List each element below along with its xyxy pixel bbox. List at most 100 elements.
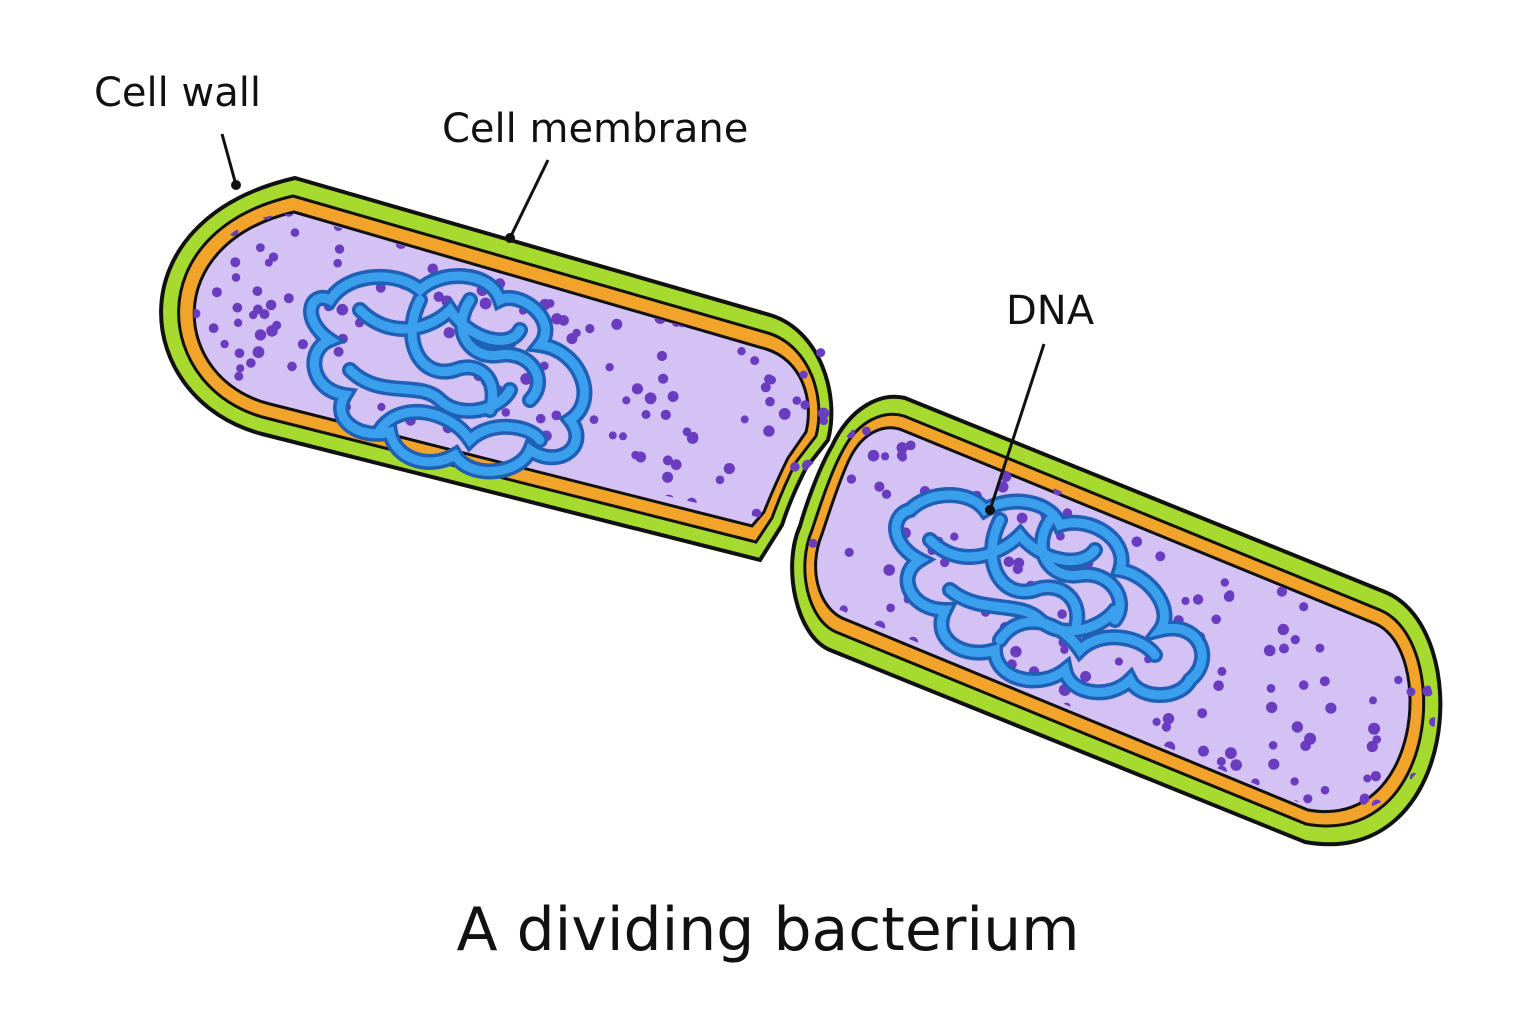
ribosome-dot: [551, 313, 563, 325]
ribosome-dot: [881, 489, 892, 499]
ribosome-dot: [686, 432, 699, 444]
ribosome-dot: [844, 800, 855, 810]
ribosome-dot: [867, 449, 880, 462]
ribosome-dot: [1376, 521, 1385, 531]
label-cell-membrane: Cell membrane: [442, 106, 748, 243]
ribosome-dot: [252, 286, 263, 296]
ribosome-dot: [496, 222, 506, 232]
ribosome-dot: [1315, 643, 1325, 653]
ribosome-dot: [715, 475, 725, 485]
ribosome-dot: [949, 811, 960, 812]
ribosome-dot: [580, 232, 591, 243]
ribosome-dot: [1276, 586, 1287, 597]
ribosome-dot: [1368, 722, 1381, 735]
ribosome-dot: [1140, 462, 1153, 475]
cell-half-left: [159, 175, 834, 563]
ribosome-dot: [1279, 643, 1289, 654]
ribosome-dot: [950, 532, 959, 541]
cell-half-right: [790, 394, 1443, 847]
ribosome-dot: [225, 486, 237, 497]
ribosome-dot: [867, 710, 879, 722]
ribosome-dot: [1217, 666, 1227, 676]
ribosome-dot: [817, 407, 830, 419]
label-dna: DNA: [985, 288, 1095, 515]
ribosome-dot: [835, 783, 845, 793]
ribosome-dot: [641, 410, 651, 419]
ribosome-dot: [1131, 536, 1143, 548]
ribosome-dot: [1292, 431, 1303, 442]
ribosome-dot: [802, 459, 814, 472]
ribosome-dot: [670, 459, 682, 471]
leader-dot-cell-wall: [231, 180, 241, 190]
ribosome-dot: [443, 327, 455, 339]
ribosome-dot: [1290, 777, 1299, 786]
ribosome-dot: [1375, 522, 1387, 534]
ribosome-dot: [1225, 747, 1237, 759]
ribosome-dot: [1231, 488, 1244, 501]
ribosome-dot: [619, 432, 627, 441]
ribosome-dot: [1064, 418, 1077, 427]
ribosome-dot: [1223, 591, 1235, 602]
ribosome-dot: [662, 455, 673, 466]
ribosome-dot: [297, 339, 308, 350]
ribosome-dot: [333, 346, 344, 357]
ribosome-dot: [796, 309, 806, 319]
ribosome-dot: [278, 499, 289, 510]
ribosome-dot: [257, 437, 269, 449]
ribosome-dot: [501, 408, 511, 417]
ribosome-dot: [888, 701, 900, 713]
ribosome-dot: [1220, 442, 1229, 452]
ribosome-dot: [808, 538, 818, 548]
ribosome-dot: [432, 484, 444, 496]
ribosome-dot: [1319, 676, 1330, 687]
ribosome-dot: [1354, 430, 1366, 442]
ribosome-dot: [208, 323, 219, 333]
ribosome-dot: [1049, 809, 1061, 812]
ribosome-dot: [1219, 419, 1229, 429]
ribosome-dot: [750, 356, 760, 366]
ribosome-dot: [1040, 802, 1052, 812]
ribosome-dot: [1323, 471, 1333, 480]
ribosome-dot: [819, 416, 829, 426]
ribosome-dot: [333, 258, 343, 268]
ribosome-dot: [206, 504, 219, 517]
ribosome-dot: [1162, 713, 1175, 725]
ribosome-dot: [891, 786, 903, 798]
ribosome-dot: [1320, 785, 1330, 795]
ribosome-dot: [1010, 741, 1022, 754]
ribosome-dot: [886, 603, 895, 613]
ribosome-dot: [883, 564, 895, 576]
ribosome-dot: [1299, 602, 1309, 612]
leader-line-dna: [988, 343, 1046, 511]
ribosome-dot: [1303, 426, 1314, 437]
ribosome-dot: [893, 701, 902, 710]
ribosome-dot: [862, 710, 873, 722]
ribosome-dot: [1152, 717, 1161, 727]
ribosome-dot: [773, 236, 782, 246]
ribosome-dot: [1429, 717, 1436, 727]
label-cell-membrane-text: Cell membrane: [442, 106, 748, 152]
ribosome-dot: [1307, 418, 1319, 430]
ribosome-dot: [1373, 436, 1382, 446]
ribosome-dot: [1324, 543, 1336, 556]
ribosome-dot: [648, 238, 659, 248]
ribosome-dot: [1187, 805, 1196, 812]
ribosome-dot: [1060, 645, 1069, 654]
ribosome-dot: [334, 244, 345, 254]
ribosome-dot: [1363, 774, 1372, 783]
ribosome-dot: [1198, 745, 1209, 757]
ribosome-dot: [894, 694, 907, 707]
ribosome-dot: [905, 440, 916, 451]
ribosome-dot: [1181, 596, 1190, 606]
ribosome-dot: [1103, 428, 1114, 438]
ribosome-dot: [268, 252, 279, 262]
ribosome-dot: [635, 451, 647, 463]
ribosome-dot: [290, 228, 300, 237]
ribosome-dot: [872, 766, 885, 778]
ribosome-dot: [234, 348, 245, 359]
ribosome-dot: [193, 456, 196, 467]
ribosome-dot: [825, 213, 834, 219]
ribosome-dot: [880, 725, 890, 735]
ribosome-dot: [472, 513, 484, 520]
